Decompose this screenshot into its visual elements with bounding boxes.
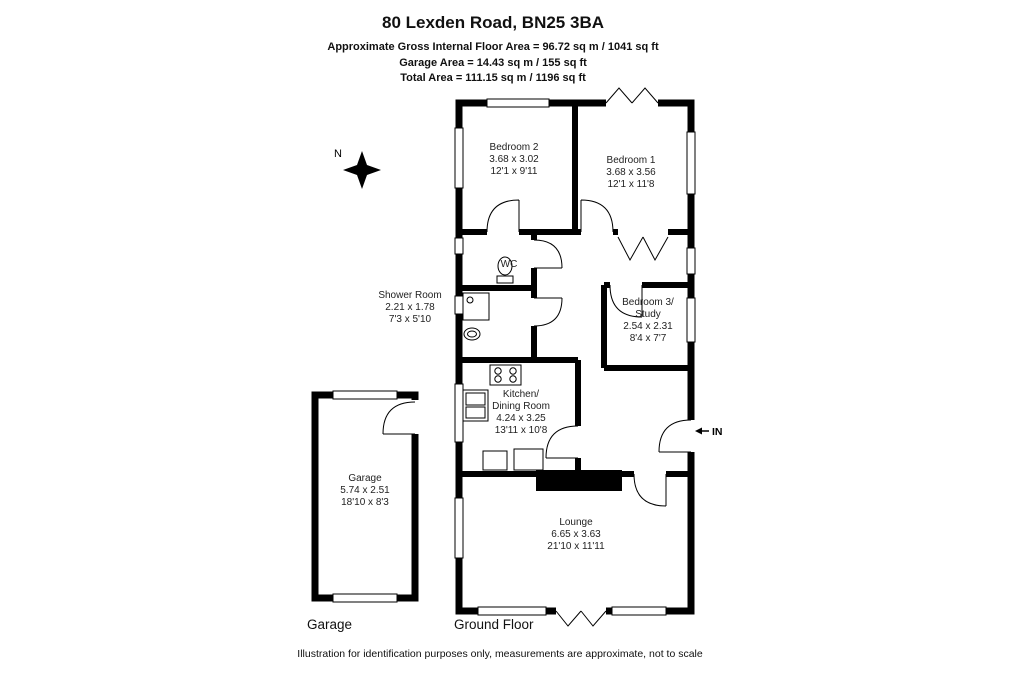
- kitchen-imperial-label: 13'11 x 10'8: [495, 425, 548, 436]
- shower-head-icon: [466, 296, 474, 304]
- door-opening: [529, 240, 539, 268]
- door-opening: [686, 420, 696, 452]
- bedroom1-name-label: Bedroom 1: [607, 155, 656, 166]
- shower-metric-label: 2.21 x 1.78: [385, 302, 435, 313]
- window: [686, 131, 696, 195]
- disclaimer-text: Illustration for identification purposes…: [297, 648, 703, 660]
- shower-imperial-label: 7'3 x 5'10: [389, 314, 432, 325]
- sink-bowl-icon: [465, 406, 486, 419]
- bedroom2-name-label: Bedroom 2: [490, 142, 539, 153]
- window: [454, 295, 464, 315]
- bedroom2-metric-label: 3.68 x 3.02: [489, 154, 539, 165]
- folding-door: [617, 236, 669, 262]
- bedroom1-metric-label: 3.68 x 3.56: [606, 167, 656, 178]
- window: [486, 98, 550, 108]
- bedroom3-imperial-label: 8'4 x 7'7: [630, 333, 667, 344]
- window: [454, 237, 464, 255]
- door-opening: [634, 469, 666, 479]
- window: [332, 593, 398, 603]
- bedroom3-name1-label: Bedroom 3/: [622, 297, 674, 308]
- door-opening: [529, 298, 539, 326]
- window: [454, 383, 464, 443]
- kitchen-name2-label: Dining Room: [492, 401, 550, 412]
- gross-area-line: Approximate Gross Internal Floor Area = …: [327, 41, 659, 53]
- door-opening: [581, 227, 613, 237]
- folding-door: [605, 87, 659, 104]
- toilet-icon: [496, 275, 514, 284]
- chimney-breast: [536, 470, 622, 491]
- door-swings: [382, 199, 692, 507]
- door-swing: [545, 425, 579, 459]
- door-swing: [633, 473, 667, 507]
- lounge-name-label: Lounge: [559, 517, 593, 528]
- compass: N: [334, 148, 381, 189]
- plan-title: 80 Lexden Road, BN25 3BA: [381, 13, 604, 32]
- entrance-arrow-icon: [695, 427, 702, 435]
- bedroom3-name2-label: Study: [635, 309, 661, 320]
- door-swing: [658, 419, 692, 453]
- compass-star-icon: [343, 151, 381, 189]
- garage-caption: Garage: [307, 617, 352, 632]
- door-opening: [487, 227, 519, 237]
- hob-burner-icon: [509, 375, 517, 383]
- shower-name-label: Shower Room: [378, 290, 441, 301]
- door-swing: [533, 239, 563, 269]
- hob-burner-icon: [494, 367, 502, 375]
- lounge-imperial-label: 21'10 x 11'11: [547, 541, 605, 552]
- window: [686, 247, 696, 275]
- total-area-line: Total Area = 111.15 sq m / 1196 sq ft: [400, 72, 586, 84]
- window: [454, 127, 464, 189]
- bedroom1-imperial-label: 12'1 x 11'8: [607, 179, 654, 190]
- kitchen-name1-label: Kitchen/: [503, 389, 539, 400]
- appliance-icon: [513, 448, 544, 471]
- door-swing: [486, 199, 520, 233]
- basin-icon: [463, 327, 481, 341]
- window: [686, 297, 696, 343]
- sink-bowl-icon: [465, 392, 486, 406]
- plan-header: 80 Lexden Road, BN25 3BA Approximate Gro…: [0, 13, 986, 87]
- door-swing: [533, 297, 563, 327]
- appliance-icon: [482, 450, 508, 471]
- garage-area-line: Garage Area = 14.43 sq m / 155 sq ft: [399, 56, 587, 69]
- door-swing: [580, 199, 614, 233]
- garage-name-label: Garage: [348, 473, 382, 484]
- window: [454, 497, 464, 559]
- folding-door: [555, 610, 607, 627]
- toilet-icon: [497, 256, 513, 276]
- fixtures: [462, 256, 544, 471]
- door-swing: [609, 284, 643, 318]
- ground-floor-caption: Ground Floor: [454, 617, 534, 632]
- shower-tray-icon: [462, 292, 490, 321]
- hob-burner-icon: [509, 367, 517, 375]
- door-swing: [382, 401, 416, 435]
- door-opening: [410, 400, 420, 434]
- window: [477, 606, 547, 616]
- lounge-metric-label: 6.65 x 3.63: [551, 529, 601, 540]
- folding-doors: [555, 87, 669, 627]
- door-opening: [573, 426, 583, 458]
- kitchen-metric-label: 4.24 x 3.25: [496, 413, 546, 424]
- bedroom2-imperial-label: 12'1 x 9'11: [490, 166, 537, 177]
- entrance-label: IN: [712, 426, 723, 438]
- garage-imperial-label: 18'10 x 8'3: [341, 497, 389, 508]
- window: [611, 606, 667, 616]
- door-opening: [618, 227, 668, 237]
- hob-burner-icon: [494, 375, 502, 383]
- door-opening: [610, 280, 642, 290]
- wc-label: WC: [501, 259, 518, 270]
- sink-icon: [462, 389, 489, 422]
- room-labels: Bedroom 2 3.68 x 3.02 12'1 x 9'11 Bedroo…: [340, 142, 674, 552]
- window: [332, 390, 398, 400]
- garage-metric-label: 5.74 x 2.51: [340, 485, 390, 496]
- bedroom3-metric-label: 2.54 x 2.31: [623, 321, 673, 332]
- north-label: N: [334, 148, 342, 160]
- hob-icon: [489, 364, 522, 386]
- entrance-marker: IN: [695, 426, 723, 438]
- basin-icon: [467, 330, 477, 338]
- windows: [332, 98, 696, 616]
